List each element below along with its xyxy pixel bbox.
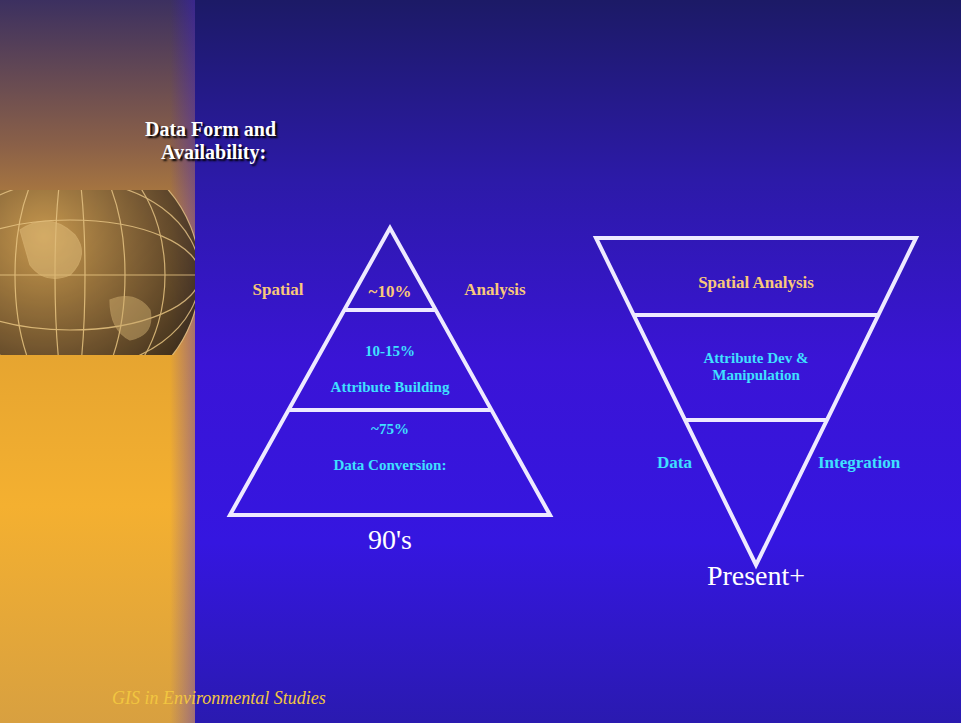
stripe-edge (170, 0, 195, 723)
inverted-pyramid-outline: Present+ Spatial AnalysisAttribute Dev & … (596, 238, 916, 598)
band-label: Data (657, 453, 692, 473)
band-label: 10-15% (365, 343, 415, 360)
band-label: Analysis (464, 280, 525, 300)
side-stripe (0, 0, 195, 723)
conversion-band: ~75% Data Conversion: (230, 410, 550, 515)
band-label: Attribute Building (331, 379, 450, 396)
band-label: ~75% (371, 421, 409, 438)
globe-picture (0, 190, 195, 355)
footer-label: GIS in Environmental Studies (112, 688, 326, 709)
spatial-analysis-band: Spatial Analysis (596, 238, 916, 315)
band-divider (289, 408, 492, 412)
era-caption: Present+ (707, 560, 805, 592)
spatial-analysis-band: Spatial ~10% Analysis (230, 268, 550, 310)
band-label: Attribute Dev & Manipulation (692, 350, 820, 385)
band-label: Spatial Analysis (698, 273, 814, 293)
triangle-border (230, 228, 550, 515)
era-caption: 90's (368, 524, 412, 556)
band-divider (685, 418, 827, 422)
slide-title: Data Form and Availability: (145, 118, 366, 164)
band-divider (344, 308, 435, 312)
band-label: Spatial (252, 280, 303, 300)
band-label: Data Conversion: (334, 457, 447, 474)
band-divider (634, 313, 879, 317)
band-label: ~10% (369, 282, 412, 302)
attribute-band: 10-15% Attribute Building (230, 310, 550, 410)
pyramid-outline: 90's Spatial ~10% Analysis 10-15% Attribute B… (230, 228, 550, 558)
band-label: Integration (818, 453, 900, 473)
triangle-border (596, 238, 916, 565)
integration-band: Data Integration (596, 420, 916, 565)
attribute-band: Attribute Dev & Manipulation (596, 315, 916, 420)
